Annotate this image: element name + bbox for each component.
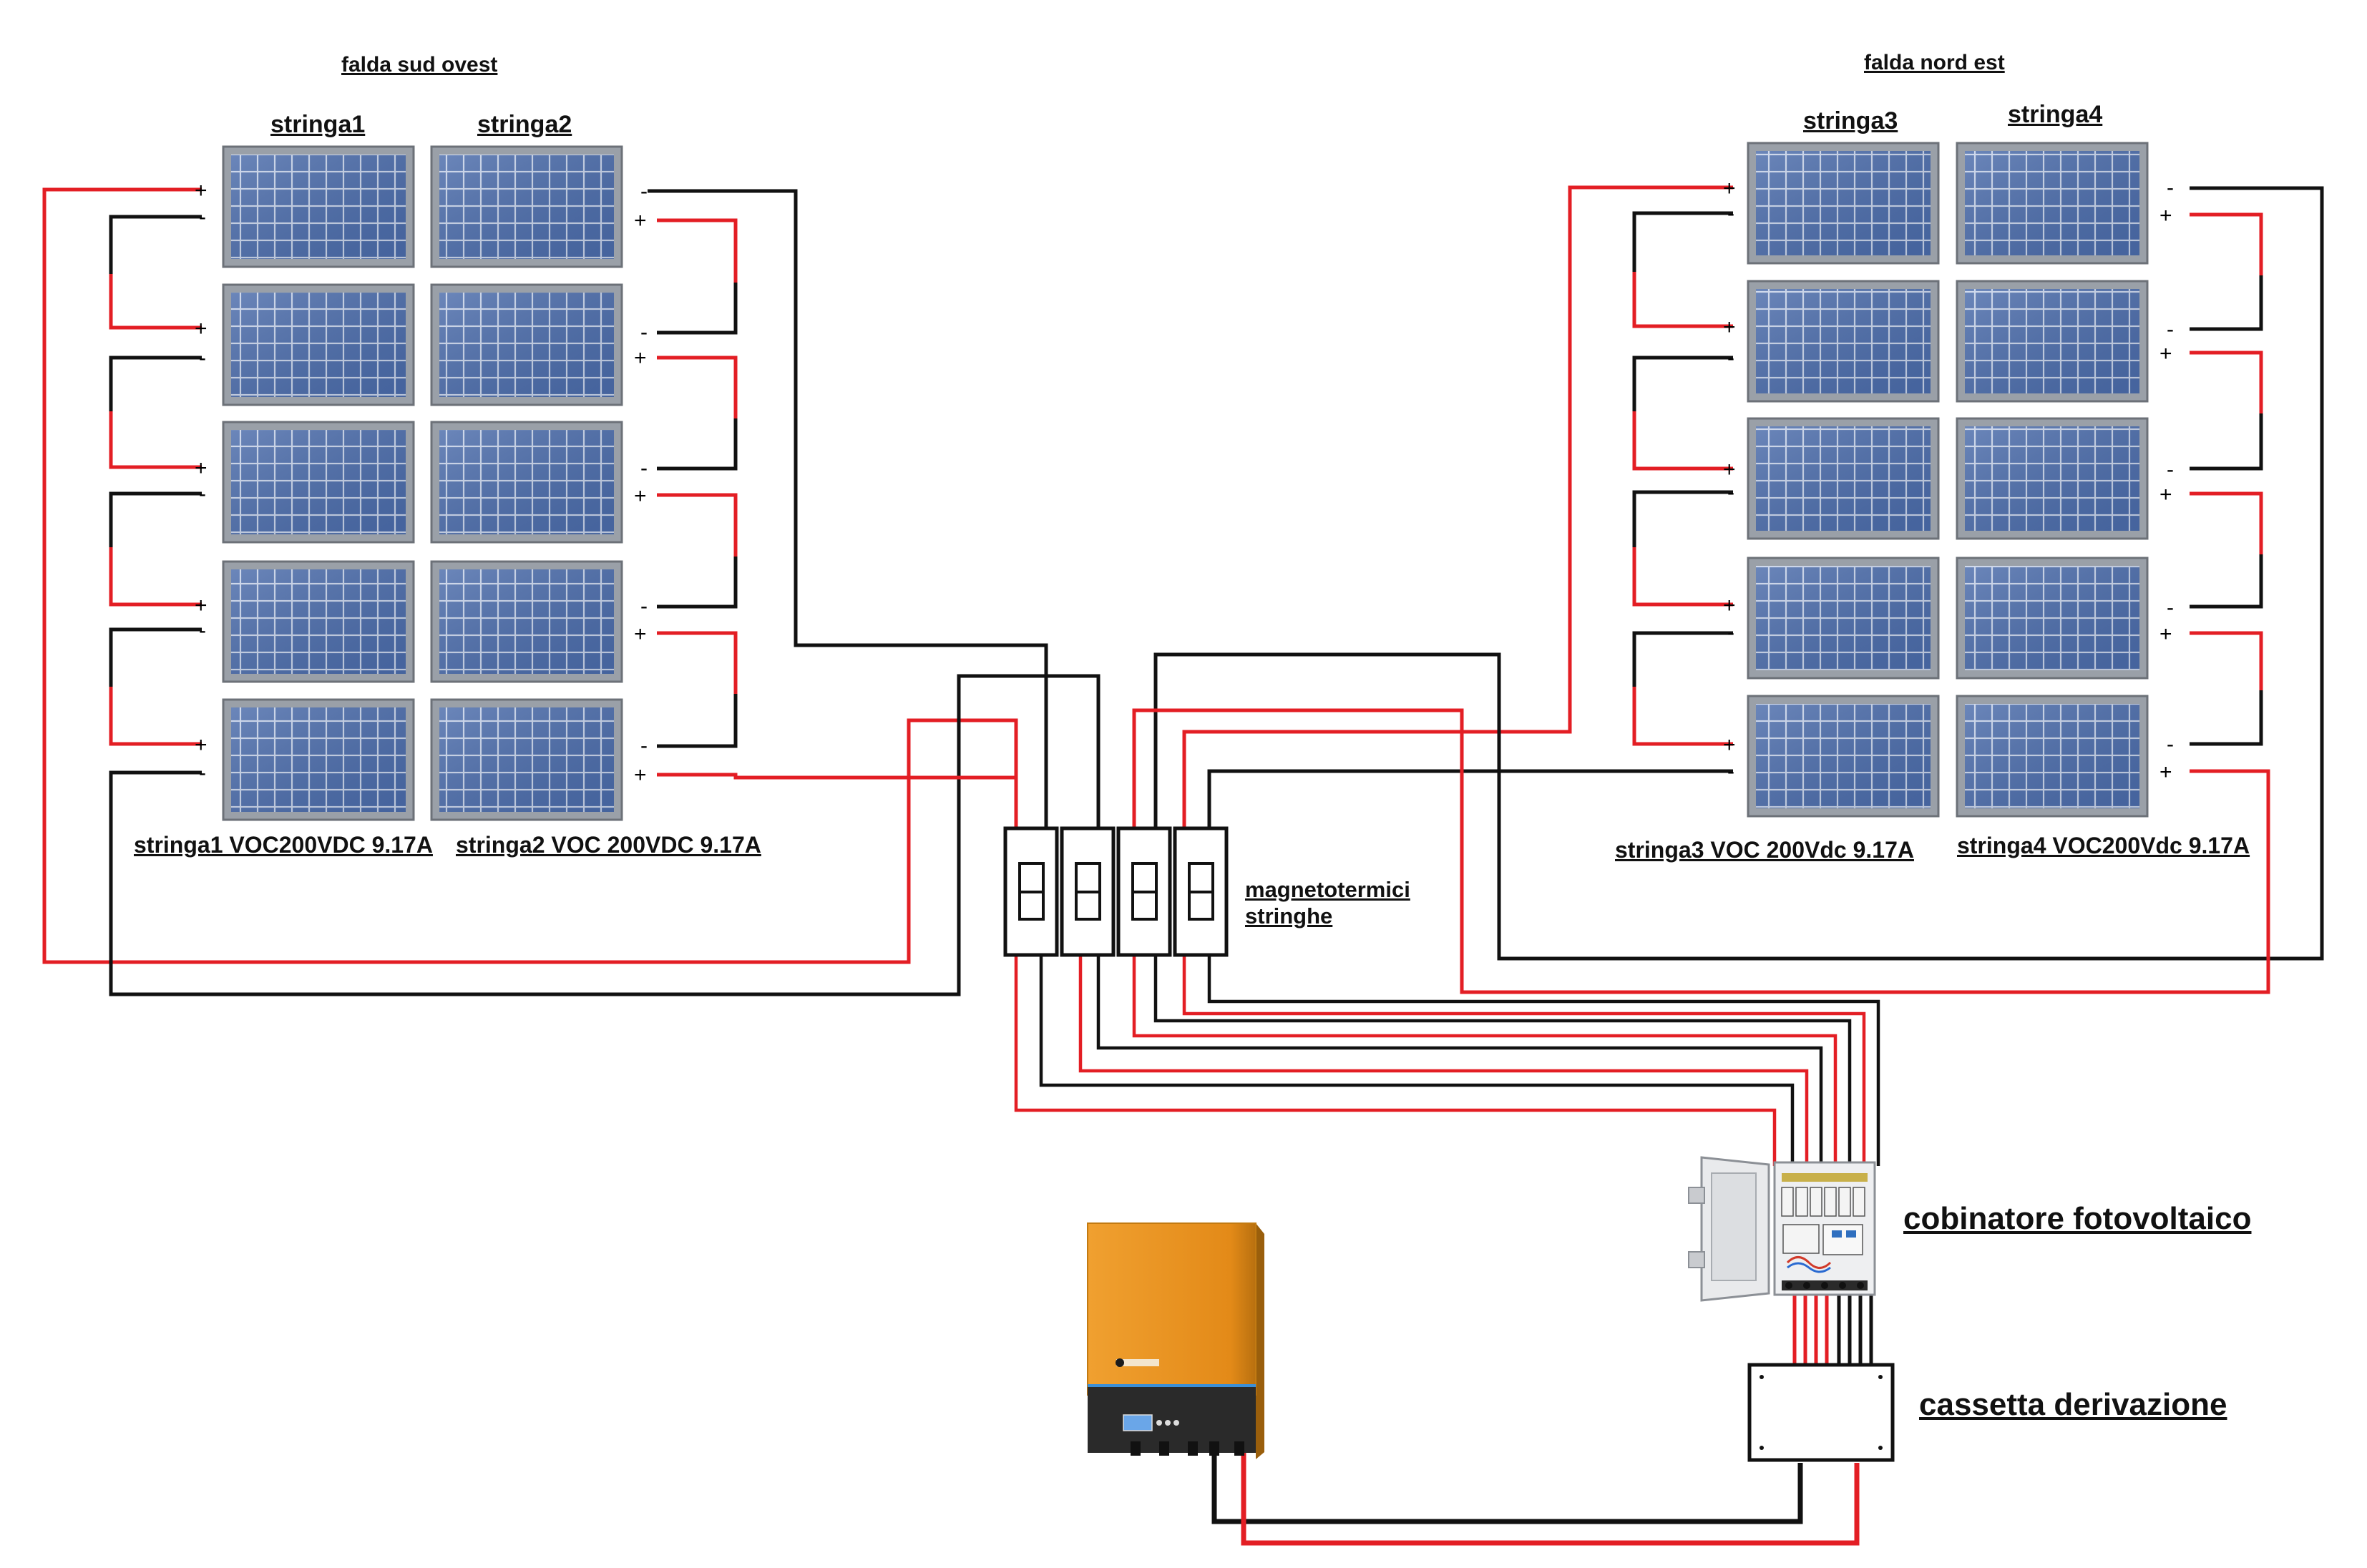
minus-sign: - bbox=[640, 320, 648, 344]
string-spec-4: stringa4 VOC200Vdc 9.17A bbox=[1957, 833, 2250, 858]
solar-panel bbox=[430, 698, 623, 821]
plus-sign: + bbox=[634, 346, 647, 370]
minus-sign: - bbox=[2167, 732, 2174, 756]
solar-panel bbox=[1747, 417, 1940, 540]
circuit-breaker bbox=[1116, 826, 1172, 957]
string-label-2: stringa2 bbox=[477, 111, 572, 138]
solar-panel bbox=[1956, 280, 2149, 403]
plus-sign: + bbox=[2159, 342, 2172, 366]
junction-box-label: cassetta derivazione bbox=[1919, 1387, 2227, 1422]
plus-sign: + bbox=[2159, 760, 2172, 784]
left-array-jumpers bbox=[109, 215, 738, 748]
minus-sign: - bbox=[199, 346, 206, 370]
solar-panel bbox=[1956, 417, 2149, 540]
minus-sign: - bbox=[2167, 176, 2174, 200]
plus-sign: + bbox=[195, 179, 208, 202]
minus-sign: - bbox=[1727, 202, 1734, 225]
plus-sign: + bbox=[1723, 458, 1736, 481]
plus-sign: + bbox=[634, 763, 647, 787]
solar-panel bbox=[430, 560, 623, 683]
minus-sign: - bbox=[2167, 596, 2174, 619]
minus-sign: - bbox=[1727, 346, 1734, 370]
string-breakers bbox=[1003, 826, 1229, 957]
junction-to-inverter bbox=[1211, 1452, 1860, 1546]
minus-sign: - bbox=[640, 734, 648, 758]
minus-sign: - bbox=[1727, 621, 1734, 645]
plus-sign: + bbox=[195, 317, 208, 340]
circuit-breaker bbox=[1003, 826, 1059, 957]
solar-panel bbox=[1956, 142, 2149, 265]
minus-sign: - bbox=[199, 205, 206, 229]
solar-panels bbox=[222, 142, 2149, 821]
string-spec-2: stringa2 VOC 200VDC 9.17A bbox=[456, 832, 761, 858]
plus-sign: + bbox=[634, 622, 647, 646]
hybrid-inverter bbox=[1087, 1222, 1264, 1459]
wiring bbox=[42, 185, 2324, 1546]
terminal-signs: + - + - + - + - + - - + - + - + - + - + … bbox=[195, 176, 2174, 787]
solar-panel bbox=[1747, 695, 1940, 818]
minus-sign: - bbox=[1727, 760, 1734, 783]
breakers-label-line2: stringhe bbox=[1245, 903, 1333, 928]
solar-panel bbox=[222, 421, 415, 544]
stringa3-panels bbox=[1747, 142, 1940, 818]
right-array-jumpers bbox=[1632, 211, 2263, 746]
minus-sign: - bbox=[199, 619, 206, 642]
solar-panel bbox=[222, 698, 415, 821]
string-homeruns bbox=[42, 185, 2324, 996]
solar-panel bbox=[1956, 557, 2149, 680]
minus-sign: - bbox=[1727, 481, 1734, 504]
breaker-to-combiner bbox=[1014, 955, 1880, 1166]
plus-sign: + bbox=[2159, 622, 2172, 646]
minus-sign: - bbox=[2167, 318, 2174, 341]
breakers-label-line1: magnetotermici bbox=[1245, 877, 1410, 902]
section-title-right: falda nord est bbox=[1864, 51, 2005, 74]
pv-combiner-box bbox=[1688, 1156, 1876, 1302]
solar-panel bbox=[222, 145, 415, 268]
plus-sign: + bbox=[2159, 204, 2172, 227]
plus-sign: + bbox=[634, 484, 647, 508]
minus-sign: - bbox=[640, 594, 648, 618]
minus-sign: - bbox=[199, 761, 206, 785]
solar-panel bbox=[430, 421, 623, 544]
plus-sign: + bbox=[1723, 315, 1736, 339]
solar-panel bbox=[430, 145, 623, 268]
minus-sign: - bbox=[640, 180, 648, 203]
circuit-breaker bbox=[1173, 826, 1229, 957]
solar-panel bbox=[1747, 142, 1940, 265]
plus-sign: + bbox=[1723, 733, 1736, 757]
minus-sign: - bbox=[640, 456, 648, 480]
string-spec-1: stringa1 VOC200VDC 9.17A bbox=[134, 832, 433, 858]
solar-panel bbox=[222, 560, 415, 683]
solar-panel bbox=[1956, 695, 2149, 818]
plus-sign: + bbox=[1723, 177, 1736, 200]
solar-panel bbox=[1747, 557, 1940, 680]
string-label-4: stringa4 bbox=[2008, 101, 2103, 128]
plus-sign: + bbox=[195, 733, 208, 757]
solar-panel bbox=[430, 283, 623, 406]
circuit-breaker bbox=[1060, 826, 1116, 957]
plus-sign: + bbox=[634, 209, 647, 232]
plus-sign: + bbox=[195, 594, 208, 617]
junction-box bbox=[1747, 1363, 1895, 1462]
minus-sign: - bbox=[199, 482, 206, 506]
plus-sign: + bbox=[195, 456, 208, 480]
plus-sign: + bbox=[2159, 483, 2172, 506]
string-spec-3: stringa3 VOC 200Vdc 9.17A bbox=[1615, 837, 1914, 863]
section-title-left: falda sud ovest bbox=[341, 53, 498, 77]
plus-sign: + bbox=[1723, 594, 1736, 617]
string-label-3: stringa3 bbox=[1803, 107, 1898, 134]
string-label-1: stringa1 bbox=[270, 111, 366, 138]
combiner-label: cobinatore fotovoltaico bbox=[1903, 1201, 2252, 1236]
minus-sign: - bbox=[2167, 458, 2174, 481]
solar-panel bbox=[1747, 280, 1940, 403]
solar-panel bbox=[222, 283, 415, 406]
stringa2-panels bbox=[430, 145, 623, 821]
stringa1-panels bbox=[222, 145, 415, 821]
stringa4-panels bbox=[1956, 142, 2149, 818]
